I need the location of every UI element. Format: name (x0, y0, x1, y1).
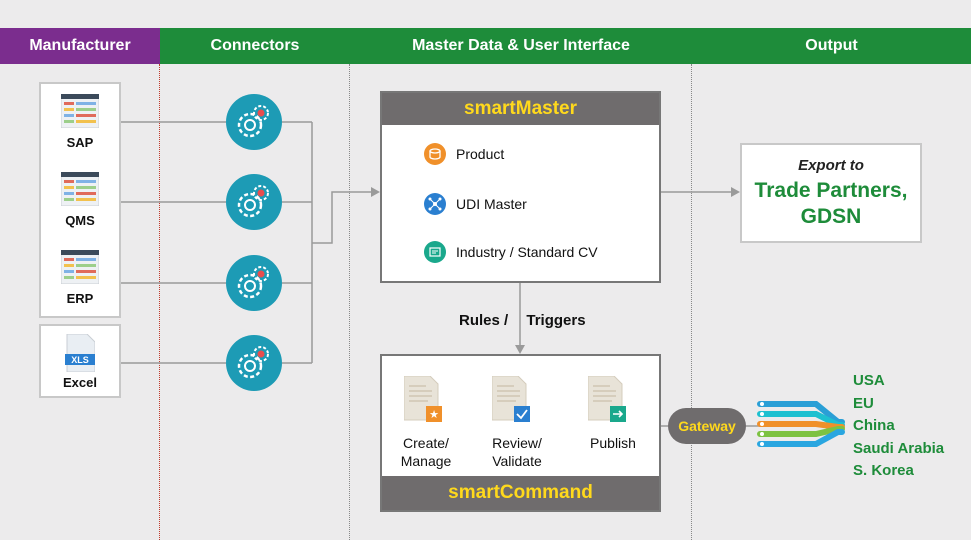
gateway-pill: Gateway (668, 408, 746, 444)
action-label-line1: Review/ (492, 435, 542, 451)
check-document-icon (491, 375, 530, 422)
export-heading: Export to (798, 157, 864, 174)
source-sap: SAP (40, 93, 120, 150)
country-list: USA EU China Saudi Arabia S. Korea (853, 370, 944, 483)
column-divider (159, 64, 160, 540)
triggers-label: Triggers (526, 312, 586, 329)
spreadsheet-icon (60, 249, 100, 285)
rules-label: Rules / (459, 312, 509, 329)
connector-gears-icon (226, 94, 282, 150)
smart-command-title: smartCommand (382, 476, 659, 510)
column-divider (349, 64, 350, 540)
rules-triggers-label: Rules / Triggers (459, 312, 586, 329)
country-item: S. Korea (853, 462, 914, 479)
source-label: SAP (66, 135, 94, 150)
star-document-icon: ★ (403, 375, 442, 422)
smart-master-item-label: UDI Master (456, 196, 527, 212)
smart-master-box: smartMaster Product UDI Master Industry … (380, 91, 661, 283)
source-excel: XLS Excel (40, 333, 120, 390)
database-icon (424, 143, 446, 165)
action-publish: Publish (578, 434, 648, 452)
source-label: ERP (66, 291, 94, 306)
export-target-line1: Trade Partners, (754, 179, 908, 202)
smart-master-item-label: Industry / Standard CV (456, 244, 598, 260)
source-label: Excel (63, 375, 97, 390)
country-item: China (853, 417, 895, 434)
source-label: QMS (65, 213, 95, 228)
header-manufacturer: Manufacturer (0, 28, 160, 64)
smart-master-item-udi: UDI Master (424, 193, 527, 215)
country-item: EU (853, 394, 874, 412)
header-master-data: Master Data & User Interface (350, 28, 692, 64)
vocabulary-icon (424, 241, 446, 263)
action-label-line1: Create/ (403, 435, 449, 451)
source-erp: ERP (40, 249, 120, 306)
smart-command-box: ★ Create/ Manage Review/ Validate Publis… (380, 354, 661, 512)
column-divider (691, 64, 692, 540)
spreadsheet-icon (60, 93, 100, 129)
smart-master-item-cv: Industry / Standard CV (424, 241, 598, 263)
header-output: Output (692, 28, 971, 64)
header-connectors: Connectors (160, 28, 350, 64)
export-target-line2: GDSN (800, 205, 862, 228)
action-label-line2: Validate (492, 453, 542, 469)
connector-gears-icon (226, 174, 282, 230)
source-qms: QMS (40, 171, 120, 228)
smart-master-item-product: Product (424, 143, 504, 165)
country-item: USA (853, 372, 885, 389)
smart-master-title: smartMaster (382, 93, 659, 125)
action-label-line1: Publish (590, 435, 636, 451)
connector-gears-icon (226, 255, 282, 311)
action-create-manage: Create/ Manage (396, 434, 456, 470)
svg-text:★: ★ (429, 409, 439, 421)
country-item: Saudi Arabia (853, 439, 945, 457)
arrow-document-icon (587, 375, 626, 422)
fan-out-ribbons (757, 401, 845, 447)
connector-gears-icon (226, 335, 282, 391)
network-icon (424, 193, 446, 215)
action-label-line2: Manage (400, 453, 452, 469)
xls-file-icon: XLS (65, 333, 96, 373)
xls-badge: XLS (71, 355, 89, 365)
spreadsheet-icon (60, 171, 100, 207)
smart-master-item-label: Product (456, 146, 505, 162)
export-box: Export to Trade Partners, GDSN (740, 143, 922, 243)
action-review-validate: Review/ Validate (482, 434, 552, 470)
